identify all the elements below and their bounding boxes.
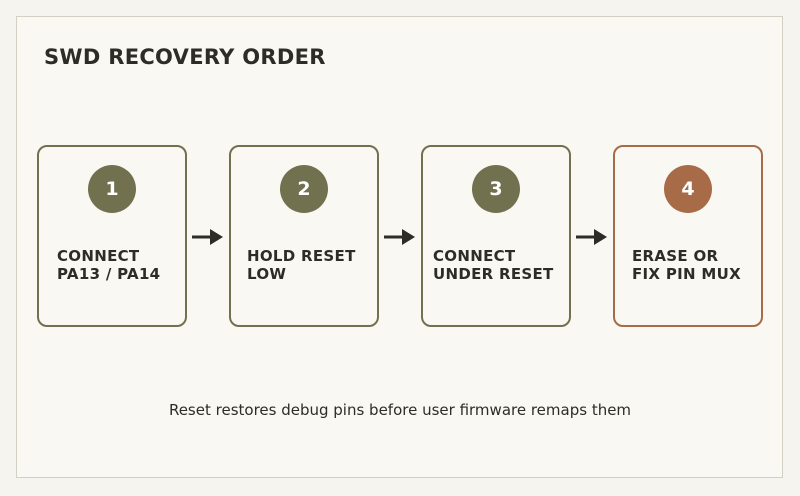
- step-1-label: CONNECT PA13 / PA14: [57, 247, 161, 283]
- step-1-number-badge: 1: [88, 165, 136, 213]
- arrow-right-icon: [192, 229, 223, 245]
- step-1-box: 1 CONNECT PA13 / PA14: [37, 145, 187, 327]
- step-3-box: 3 CONNECT UNDER RESET: [421, 145, 571, 327]
- step-4-number-badge: 4: [664, 165, 712, 213]
- step-3-number-badge: 3: [472, 165, 520, 213]
- arrow-right-icon: [576, 229, 607, 245]
- diagram-title: SWD RECOVERY ORDER: [44, 45, 326, 69]
- step-3-label: CONNECT UNDER RESET: [433, 247, 554, 283]
- diagram-caption: Reset restores debug pins before user fi…: [168, 401, 632, 419]
- step-2-number-badge: 2: [280, 165, 328, 213]
- step-4-label: ERASE OR FIX PIN MUX: [632, 247, 741, 283]
- step-4-box: 4 ERASE OR FIX PIN MUX: [613, 145, 763, 327]
- step-2-label: HOLD RESET LOW: [247, 247, 356, 283]
- step-2-box: 2 HOLD RESET LOW: [229, 145, 379, 327]
- arrow-right-icon: [384, 229, 415, 245]
